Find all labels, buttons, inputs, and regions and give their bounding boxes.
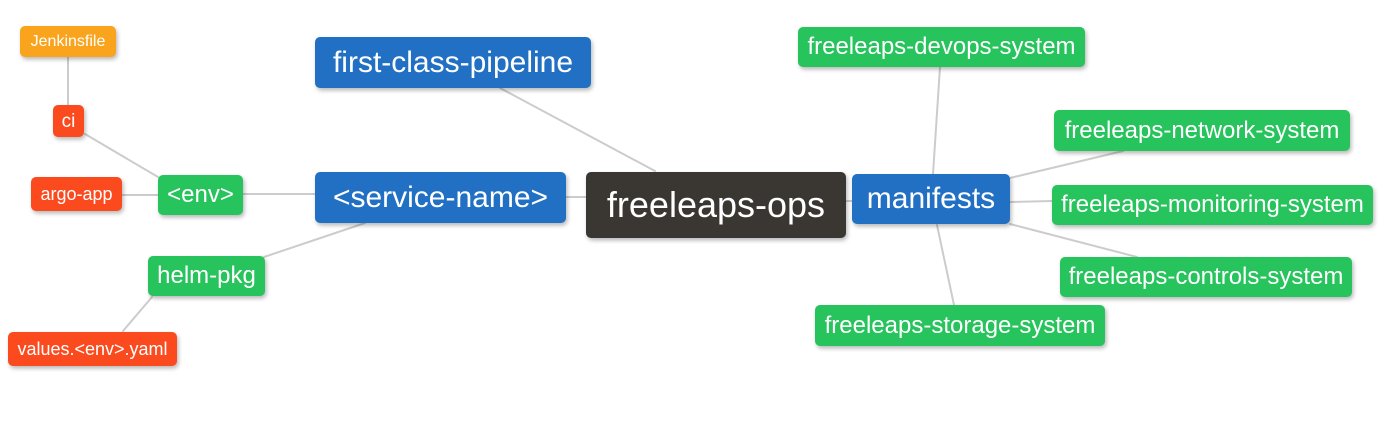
node-freeleaps-network-system[interactable]: freeleaps-network-system [1054,110,1350,151]
node-first-class-pipeline[interactable]: first-class-pipeline [315,37,591,88]
node-env[interactable]: <env> [158,175,243,215]
node-freeleaps-storage-system[interactable]: freeleaps-storage-system [815,305,1105,346]
node-freeleaps-ops[interactable]: freeleaps-ops [586,172,846,238]
node-ci[interactable]: ci [53,105,84,137]
node-freeleaps-devops-system[interactable]: freeleaps-devops-system [798,27,1085,67]
node-helm-pkg[interactable]: helm-pkg [148,256,265,296]
node-service-name[interactable]: <service-name> [315,172,566,223]
node-argo-app[interactable]: argo-app [31,177,122,211]
node-manifests[interactable]: manifests [852,174,1010,224]
node-freeleaps-controls-system[interactable]: freeleaps-controls-system [1060,257,1352,297]
node-freeleaps-monitoring-system[interactable]: freeleaps-monitoring-system [1052,185,1373,225]
node-values-env-yaml[interactable]: values.<env>.yaml [8,332,177,366]
node-jenkinsfile[interactable]: Jenkinsfile [20,26,116,57]
